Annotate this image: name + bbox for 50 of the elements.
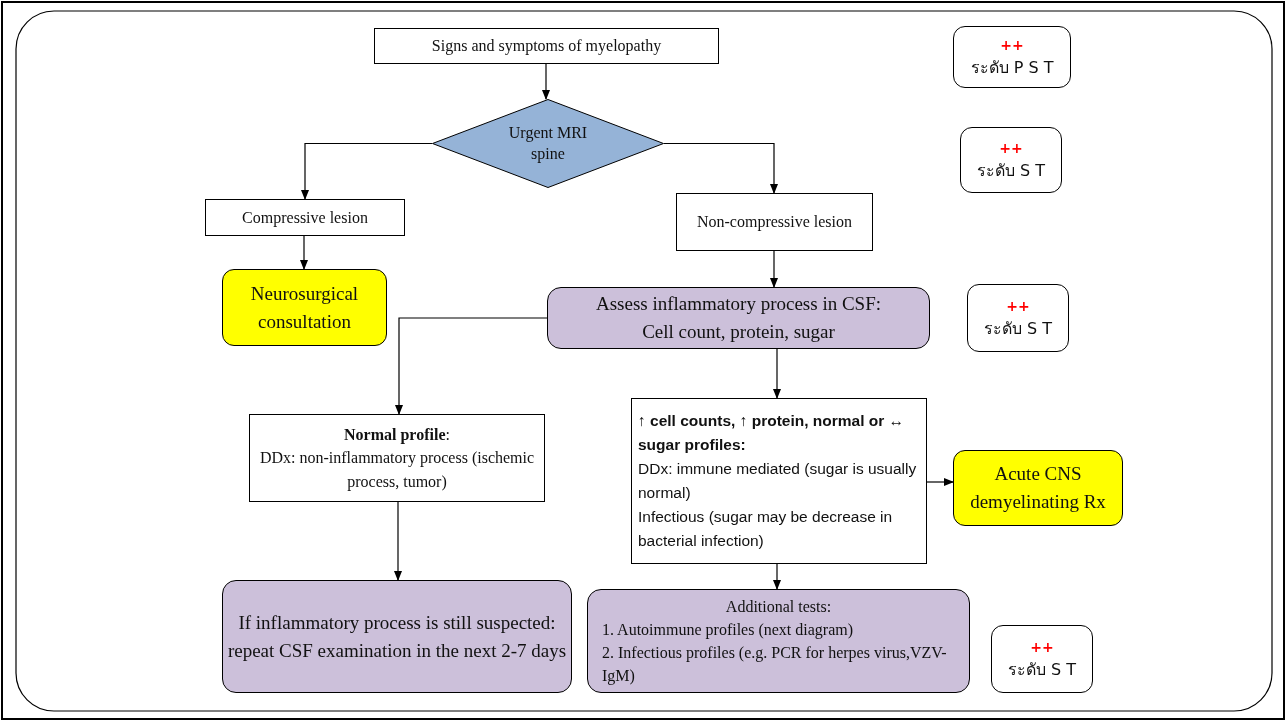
- process-box: [587, 589, 970, 693]
- level-text: ระดับ S T: [976, 159, 1046, 182]
- node-text: Compressive lesion: [242, 207, 368, 229]
- plus-marks: ++: [999, 139, 1023, 159]
- arrow: [926, 478, 954, 486]
- action-box: [222, 269, 387, 346]
- body-text: 2. Infectious profiles (e.g. PCR for herpes virus,VZV-IgM): [602, 643, 948, 687]
- plus-marks: ++: [1030, 638, 1054, 658]
- node-text: Acute CNS demyelinating Rx: [969, 462, 1107, 514]
- level-box: [967, 284, 1069, 352]
- body-text: DDx: immune mediated (sugar is usually normal): [638, 459, 918, 503]
- plus-marks: ++: [1000, 36, 1024, 56]
- heading-text: Assess inflammatory process in CSF:: [596, 292, 881, 317]
- result-box: [631, 398, 927, 564]
- arrow: [394, 501, 402, 581]
- level-box: [991, 625, 1093, 693]
- plus-marks: ++: [1006, 297, 1030, 317]
- process-box: [676, 193, 873, 251]
- action-box: [953, 450, 1123, 526]
- heading-text: ↑ cell counts, ↑ protein, normal or ↔ sugar profiles:: [638, 410, 906, 455]
- arrow: [542, 63, 550, 100]
- heading-text: Normal profile:: [344, 425, 450, 446]
- level-box: [953, 26, 1071, 88]
- node-text: Urgent MRI spine: [507, 122, 589, 165]
- process-box: [222, 580, 572, 693]
- body-text: Cell count, protein, sugar: [642, 320, 835, 344]
- body-text: 1. Autoimmune profiles (next diagram): [602, 619, 854, 641]
- level-text: ระดับ S T: [983, 317, 1053, 340]
- decision-diamond: [432, 99, 664, 188]
- arrow: [773, 563, 781, 590]
- node-text: Non-compressive lesion: [696, 212, 853, 233]
- level-text: ระดับ S T: [1007, 658, 1077, 681]
- node-text: If inflammatory process is still suspected: repeat CSF examination in the next 2-7 days: [226, 610, 568, 663]
- arrow: [301, 142, 433, 200]
- node-text: Signs and symptoms of myelopathy: [431, 36, 662, 57]
- body-text: DDx: non-inflammatory process (ischemic process, tumor): [258, 448, 536, 493]
- heading-text: Additional tests:: [725, 596, 832, 617]
- arrow: [395, 317, 548, 415]
- arrow: [300, 235, 308, 270]
- level-text: ระดับ P S T: [970, 56, 1054, 79]
- level-box: [960, 127, 1062, 193]
- arrow: [773, 348, 781, 399]
- process-box: [249, 414, 545, 502]
- process-box: [374, 28, 719, 64]
- arrow: [770, 250, 778, 288]
- process-box: [205, 199, 405, 236]
- body-text: Infectious (sugar may be decrease in bacterial infection): [638, 507, 894, 552]
- node-text: Neurosurgical consultation: [249, 281, 360, 334]
- arrow: [663, 142, 778, 194]
- process-box: [547, 287, 930, 349]
